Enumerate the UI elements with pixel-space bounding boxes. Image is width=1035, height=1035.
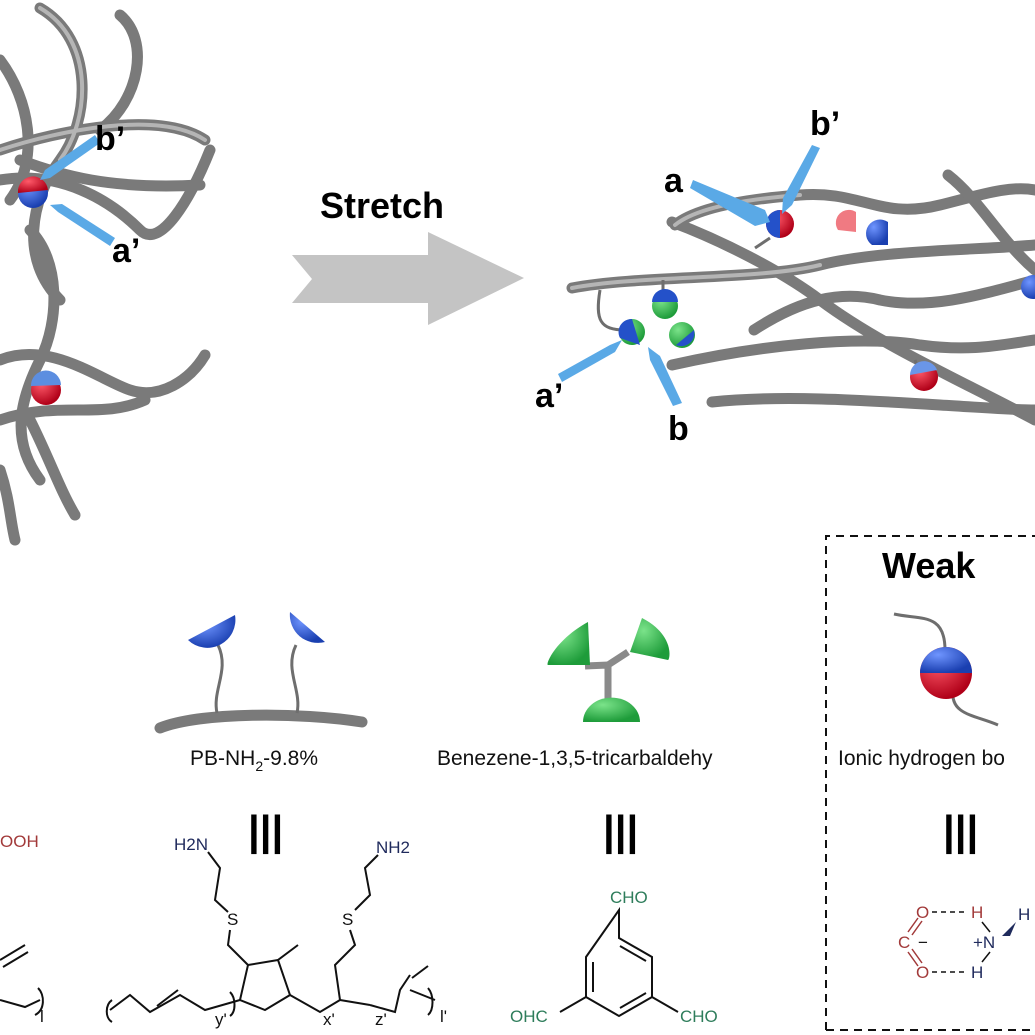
pointer-arrow [50, 204, 115, 246]
svg-text:−: − [918, 933, 928, 952]
svg-text:C: C [898, 933, 910, 952]
ionic-caption: Ionic hydrogen bo [838, 747, 1005, 770]
svg-text:H: H [1018, 905, 1030, 924]
label-a-prime-left: a’ [112, 232, 140, 270]
pointer-arrow [40, 135, 100, 180]
svg-text:z': z' [375, 1010, 387, 1029]
equiv-mark: ||| [603, 807, 638, 855]
amine-cup [289, 612, 325, 643]
amine-cup [188, 615, 236, 648]
svg-text:H: H [971, 903, 983, 922]
amine-left: H2N [174, 835, 208, 854]
right-network: a b’ a’ b [535, 105, 1035, 448]
equivalence-marks: ||| ||| ||| [248, 807, 978, 855]
svg-text:y': y' [215, 1010, 227, 1029]
blue-half-bead [865, 219, 888, 245]
pb-nh2-caption: PB-NH2-9.8% [190, 747, 318, 774]
arrow-right-icon [292, 232, 524, 325]
pb-nh2-cartoon: PB-NH2-9.8% [154, 612, 368, 774]
svg-text:S: S [342, 910, 353, 929]
ionic-structure: O C O − H H +N H [898, 903, 1030, 982]
amine-right: NH2 [376, 838, 410, 857]
pointer-arrow [558, 340, 622, 382]
equiv-mark: ||| [248, 807, 283, 855]
svg-text:H: H [971, 963, 983, 982]
left-network: b’ a’ [0, 2, 216, 546]
aldehyde-cartoon: Benezene-1,3,5-tricarbaldehy [437, 618, 713, 770]
weak-title: Weak [882, 545, 976, 586]
cho-right: CHO [680, 1007, 718, 1026]
label-b: b [668, 410, 689, 448]
svg-text:O: O [916, 963, 929, 982]
aldehyde-structure: CHO OHC CHO [510, 888, 718, 1026]
label-a: a [664, 162, 684, 200]
pointer-arrow [648, 347, 682, 406]
aldehyde-cup [630, 618, 670, 660]
svg-text:x': x' [323, 1010, 335, 1029]
ohc-left: OHC [510, 1007, 548, 1026]
label-b-prime-left: b’ [95, 120, 125, 158]
aldehyde-cup [583, 697, 640, 722]
cho-top: CHO [610, 888, 648, 907]
svg-text:O: O [916, 903, 929, 922]
svg-text:+N: +N [973, 933, 995, 952]
acid-group: OOH [0, 832, 39, 851]
aldehyde-caption: Benezene-1,3,5-tricarbaldehy [437, 747, 713, 770]
red-half-bead [835, 209, 856, 232]
label-b-prime: b’ [810, 105, 840, 143]
blue-bead [1021, 275, 1035, 299]
stretch-label: Stretch [320, 185, 444, 226]
weak-box: Weak Ionic hydrogen bo [825, 535, 1035, 1031]
svg-text:l': l' [440, 1007, 447, 1026]
label-a-prime: a’ [535, 377, 563, 415]
pointer-arrow [690, 180, 770, 226]
pointer-arrow [782, 145, 820, 214]
stretch-arrow: Stretch [292, 185, 524, 325]
svg-text:S: S [227, 910, 238, 929]
svg-text:l: l [40, 1007, 44, 1026]
pb-nh2-structure: H2N NH2 S S y' x' z' l' [105, 835, 447, 1029]
left-structure: OOH l [0, 832, 44, 1026]
equiv-mark: ||| [943, 807, 978, 855]
aldehyde-cup [547, 622, 590, 665]
